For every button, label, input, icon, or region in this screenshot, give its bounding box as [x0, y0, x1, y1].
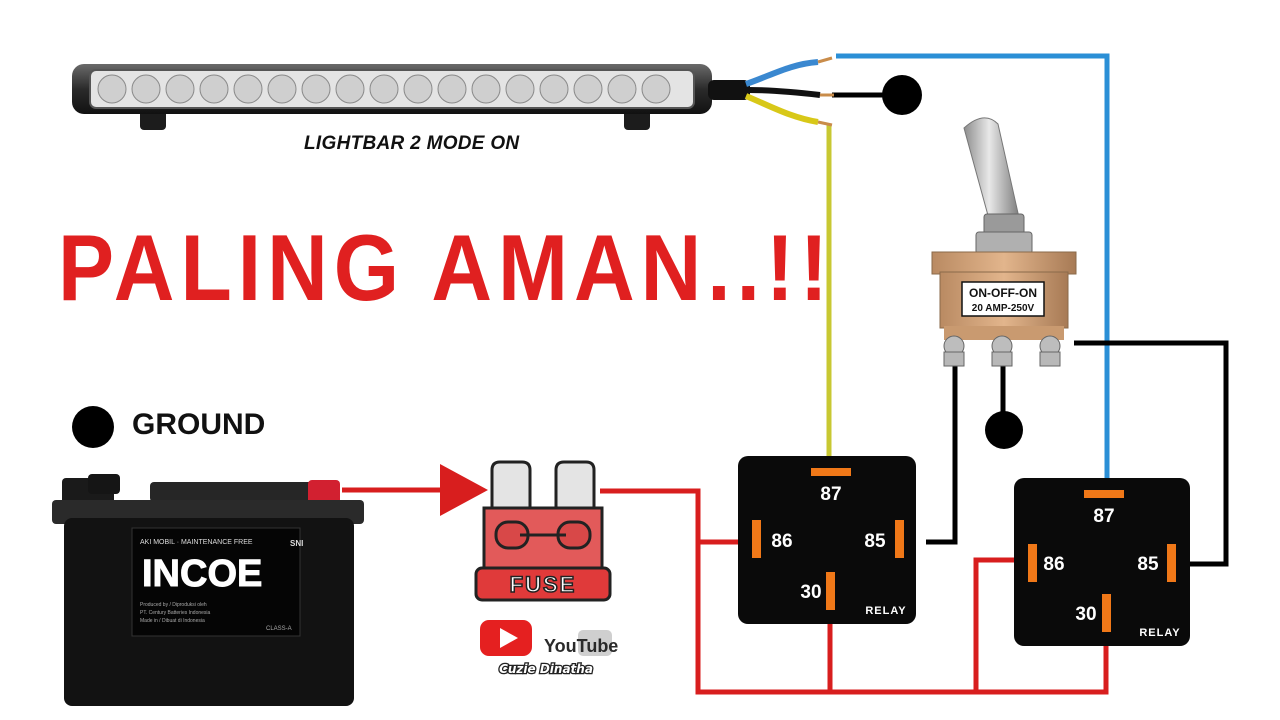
ground-legend-icon [72, 406, 114, 448]
youtube-watermark [480, 620, 612, 656]
fuse [474, 460, 612, 602]
battery-fine-print-3: Made in / Dibuat di Indonesia [140, 618, 205, 624]
relay-2-pin-86 [1028, 544, 1037, 582]
relay-2-label-86: 86 [1043, 554, 1064, 575]
battery [52, 474, 364, 706]
relay-1-pin-86 [752, 520, 761, 558]
red-wire-relay2-86 [973, 557, 1014, 692]
toggle-switch [931, 117, 1077, 367]
battery-sni-badge: SNI [290, 539, 303, 548]
relay-1-pin-30 [826, 572, 835, 610]
relay-2-name: RELAY [1139, 627, 1180, 639]
relay-2-label-30: 30 [1075, 604, 1096, 625]
relay-1 [738, 456, 916, 624]
relay-2-pin-30 [1102, 594, 1111, 632]
relay-1-pin-87 [811, 468, 851, 476]
relay-1-label-30: 30 [800, 582, 821, 603]
relay-2-label-85: 85 [1137, 554, 1159, 575]
relay-2 [1014, 478, 1190, 646]
battery-class-label: CLASS-A [266, 626, 292, 632]
battery-fine-print-2: PT. Century Batteries Indonesia [140, 610, 211, 616]
relay-1-name: RELAY [865, 605, 906, 617]
relay-1-pin-85 [895, 520, 904, 558]
battery-fine-print-1: Produced by / Diproduksi oleh [140, 602, 207, 608]
arrow-right-icon [440, 464, 488, 516]
blue-wire [836, 53, 1110, 478]
ground-point-icon [985, 411, 1023, 449]
battery-subtitle: AKI MOBIL · MAINTENANCE FREE [140, 539, 253, 546]
red-wire-fuse-relay [600, 488, 738, 545]
youtube-wordmark: YouTube [544, 636, 618, 656]
relay-1-label-85: 85 [864, 531, 886, 552]
relay-2-pin-85 [1167, 544, 1176, 582]
switch-mode-label: ON-OFF-ON [969, 286, 1037, 300]
battery-brand-logo: INCOE [142, 553, 262, 595]
relay-2-label-87: 87 [1093, 506, 1114, 527]
switch-rating-label: 20 AMP-250V [972, 303, 1035, 314]
lightbar-caption: LIGHTBAR 2 MODE ON [304, 133, 520, 154]
headline: PALING AMAN..!! [58, 215, 834, 321]
fuse-label: FUSE [510, 572, 577, 597]
black-wire-switch-relay2 [1074, 340, 1229, 567]
channel-name: Cuzie Dinatha [499, 662, 593, 676]
led-cells [97, 74, 671, 104]
relay-1-label-87: 87 [820, 484, 841, 505]
ground-legend-label: GROUND [132, 408, 266, 441]
relay-2-pin-87 [1084, 490, 1124, 498]
lightbar [72, 56, 834, 130]
black-wire-switch-relay1 [926, 366, 958, 545]
relay-1-label-86: 86 [771, 531, 792, 552]
red-wire-bottom-bus [695, 491, 1109, 695]
ground-point-icon [882, 75, 922, 115]
